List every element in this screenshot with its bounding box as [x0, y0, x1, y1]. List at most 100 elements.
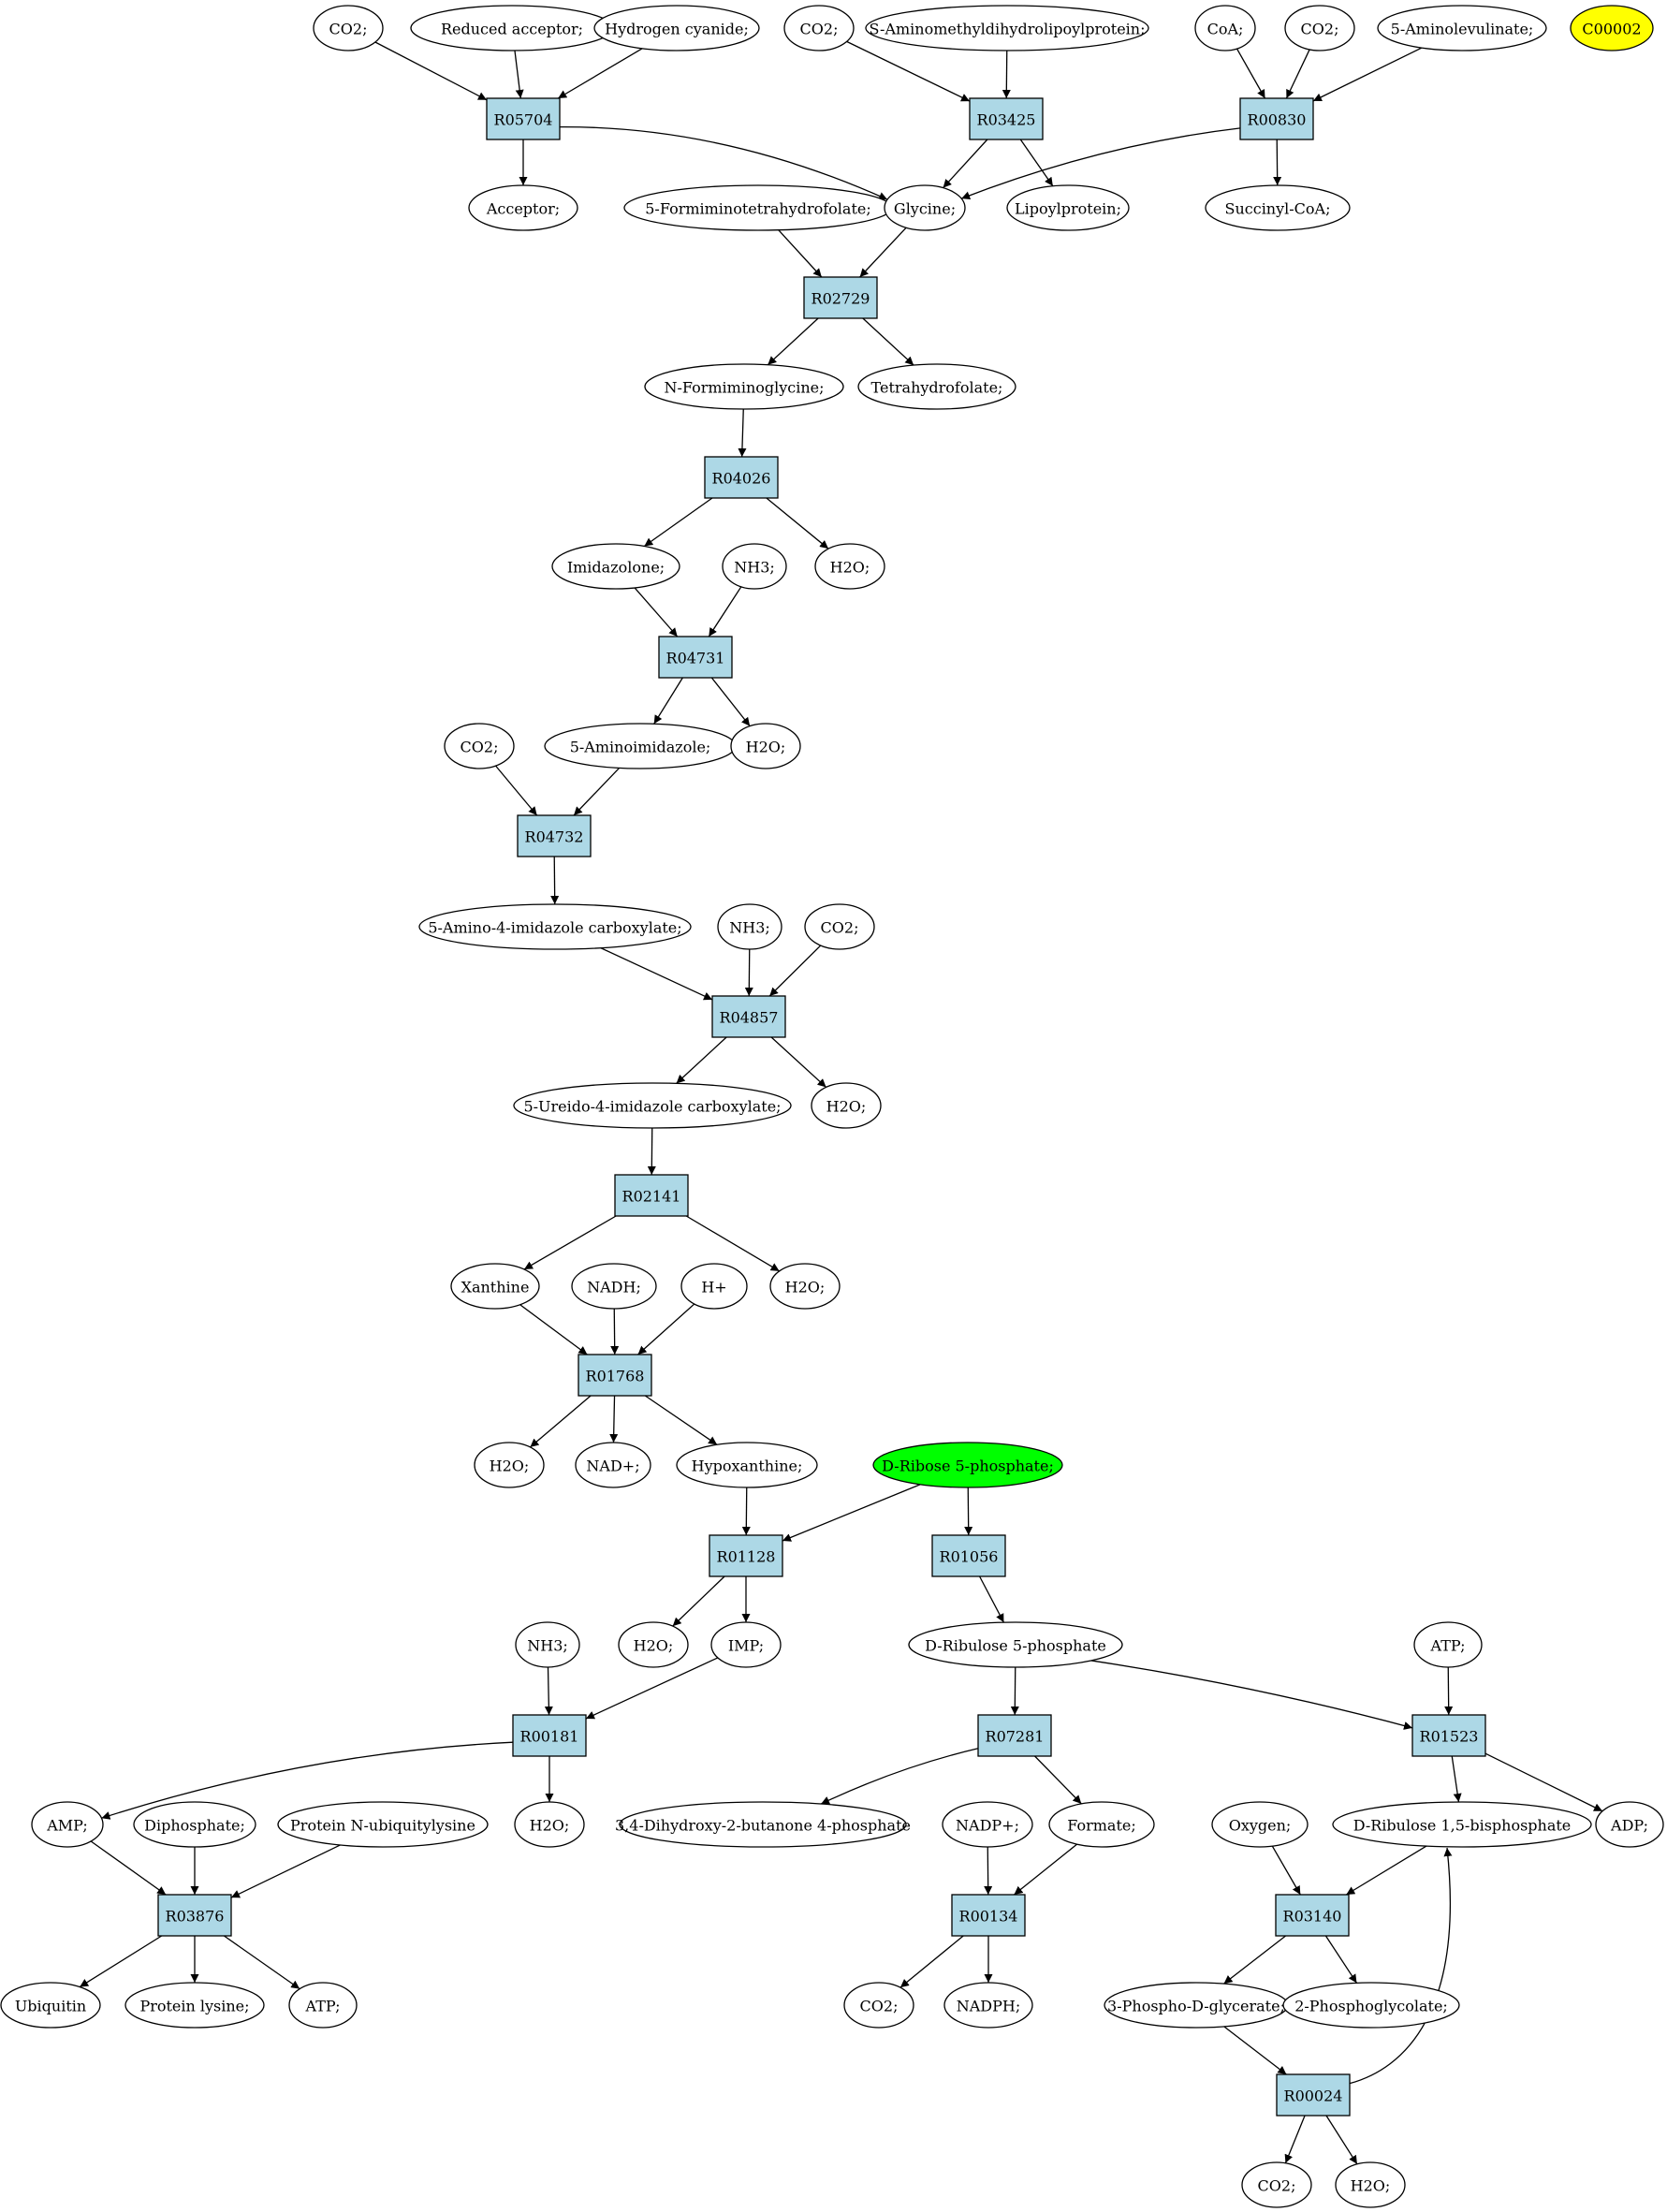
- compound-label: H+: [701, 1279, 726, 1296]
- compound-node-co2-g[interactable]: CO2;: [1241, 2161, 1312, 2208]
- compound-node-xanthine[interactable]: Xanthine: [450, 1263, 540, 1310]
- reaction-node-r03876[interactable]: R03876: [157, 1894, 232, 1937]
- compound-node-rubp[interactable]: D-Ribulose 1,5-bisphosphate: [1332, 1801, 1592, 1848]
- compound-node-formate[interactable]: Formate;: [1048, 1801, 1155, 1848]
- reaction-node-r05704[interactable]: R05704: [486, 97, 561, 140]
- reaction-label: R01128: [717, 1548, 776, 1566]
- compound-ellipse: [644, 363, 844, 410]
- compound-label: D-Ribulose 1,5-bisphosphate: [1353, 1817, 1572, 1835]
- compound-node-co2-a[interactable]: CO2;: [313, 5, 384, 51]
- compound-node-aica[interactable]: 5-Amino-4-imidazole carboxylate;: [418, 903, 692, 950]
- compound-node-co2-d[interactable]: CO2;: [444, 723, 515, 769]
- compound-node-hplus[interactable]: H+: [680, 1263, 748, 1310]
- reaction-node-r04731[interactable]: R04731: [658, 636, 733, 679]
- compound-node-adp[interactable]: ADP;: [1595, 1801, 1664, 1848]
- compound-node-ureido[interactable]: 5-Ureido-4-imidazole carboxylate;: [513, 1082, 792, 1129]
- compound-node-lipoylprotein[interactable]: Lipoylprotein;: [1006, 184, 1130, 231]
- compound-node-formimino-thf[interactable]: 5-Formiminotetrahydrofolate;: [623, 184, 893, 231]
- reaction-node-r04857[interactable]: R04857: [711, 995, 786, 1038]
- reaction-label: R04731: [666, 650, 725, 667]
- compound-node-reduced-acceptor[interactable]: Reduced acceptor;: [410, 5, 614, 51]
- compound-node-imidazolone[interactable]: Imidazolone;: [551, 543, 680, 590]
- edge-R04857-to-h2o_c: [770, 1036, 827, 1088]
- reaction-node-r01523[interactable]: R01523: [1411, 1714, 1486, 1757]
- compound-node-co2-e[interactable]: CO2;: [804, 903, 875, 950]
- edge-R01768-to-nadplus: [609, 1395, 619, 1443]
- compound-node-h2o-f[interactable]: H2O;: [618, 1621, 689, 1668]
- edge-R04731-to-h2o_b: [710, 677, 751, 727]
- reaction-node-r02729[interactable]: R02729: [803, 276, 878, 319]
- compound-node-amp[interactable]: AMP;: [31, 1801, 104, 1848]
- compound-node-co2-c[interactable]: CO2;: [1284, 5, 1355, 51]
- reaction-node-r01056[interactable]: R01056: [931, 1534, 1006, 1577]
- compound-node-atp-b[interactable]: ATP;: [288, 1982, 358, 2029]
- edge-R03876-to-atp_b: [224, 1935, 300, 1990]
- reaction-node-r00181[interactable]: R00181: [512, 1714, 587, 1757]
- reaction-node-r07281[interactable]: R07281: [977, 1714, 1052, 1757]
- compound-node-diphosphate[interactable]: Diphosphate;: [133, 1801, 256, 1848]
- compound-node-nh3-a[interactable]: NH3;: [722, 543, 787, 590]
- compound-node-nadph[interactable]: NADPH;: [943, 1982, 1033, 2029]
- compound-node-imp[interactable]: IMP;: [710, 1621, 782, 1668]
- compound-node-h2o-c[interactable]: H2O;: [811, 1082, 882, 1129]
- compound-node-glycine[interactable]: Glycine;: [884, 184, 966, 231]
- compound-node-n-formiminoglycine[interactable]: N-Formiminoglycine;: [644, 363, 844, 410]
- compound-node-protein-n-ubq[interactable]: Protein N-ubiquitylysine: [277, 1801, 489, 1848]
- compound-node-h2o-h[interactable]: H2O;: [1335, 2161, 1406, 2208]
- compound-node-succinyl-coa[interactable]: Succinyl-CoA;: [1205, 184, 1351, 231]
- compound-label: CoA;: [1207, 21, 1244, 38]
- compound-node-pga3[interactable]: 3-Phospho-D-glycerate;: [1104, 1982, 1289, 2029]
- reaction-node-r00830[interactable]: R00830: [1239, 97, 1314, 140]
- compound-node-c00002[interactable]: C00002: [1570, 5, 1654, 51]
- compound-node-s-amino[interactable]: S-Aminomethyldihydrolipoylprotein;: [865, 5, 1149, 51]
- compound-node-h2o-g[interactable]: H2O;: [514, 1801, 585, 1848]
- compound-node-ribose5p[interactable]: D-Ribose 5-phosphate;: [872, 1442, 1063, 1488]
- compound-node-nadplus[interactable]: NAD+;: [575, 1442, 651, 1488]
- compound-node-coa[interactable]: CoA;: [1194, 5, 1256, 51]
- edge-R01768-to-h2o_e: [530, 1395, 592, 1448]
- compound-node-hydrogen-cyanide[interactable]: Hydrogen cyanide;: [593, 5, 760, 51]
- compound-node-aminoimidazole[interactable]: 5-Aminoimidazole;: [544, 723, 737, 769]
- reaction-node-r02141[interactable]: R02141: [614, 1174, 689, 1217]
- compound-ellipse: [619, 1801, 907, 1848]
- reaction-node-r03140[interactable]: R03140: [1275, 1894, 1350, 1937]
- compound-node-h2o-d[interactable]: H2O;: [769, 1263, 841, 1310]
- compound-ellipse: [515, 1621, 580, 1668]
- compound-node-nadpplus[interactable]: NADP+;: [942, 1801, 1033, 1848]
- edge-R02141-to-xanthine: [523, 1215, 617, 1270]
- compound-label: D-Ribose 5-phosphate;: [882, 1458, 1054, 1475]
- compound-node-h2o-a[interactable]: H2O;: [814, 543, 885, 590]
- reaction-box: [709, 1534, 783, 1577]
- compound-node-atp-a[interactable]: ATP;: [1413, 1621, 1483, 1668]
- compound-node-protein-lysine[interactable]: Protein lysine;: [124, 1982, 265, 2029]
- compound-node-nh3-c[interactable]: NH3;: [515, 1621, 580, 1668]
- compound-node-h2o-b[interactable]: H2O;: [730, 723, 801, 769]
- edge-protein_n_ubq-to-R03876: [230, 1844, 341, 1898]
- reaction-node-r03425[interactable]: R03425: [969, 97, 1044, 140]
- compound-node-co2-f[interactable]: CO2;: [843, 1982, 914, 2029]
- compound-node-nh3-b[interactable]: NH3;: [717, 903, 782, 950]
- reaction-node-r01768[interactable]: R01768: [578, 1354, 652, 1397]
- compound-node-oxygen[interactable]: Oxygen;: [1211, 1801, 1309, 1848]
- reaction-node-r04026[interactable]: R04026: [704, 456, 779, 499]
- edge-imidazolone-to-R04731: [634, 587, 679, 637]
- compound-node-ribulose5p[interactable]: D-Ribulose 5-phosphate: [908, 1621, 1123, 1668]
- reaction-node-r00134[interactable]: R00134: [951, 1894, 1026, 1937]
- reaction-node-r04732[interactable]: R04732: [517, 814, 592, 857]
- compound-node-phosphoglycolate[interactable]: 2-Phosphoglycolate;: [1282, 1982, 1460, 2029]
- compound-node-dhbp[interactable]: 3,4-Dihydroxy-2-butanone 4-phosphate: [615, 1801, 911, 1848]
- reaction-box: [1411, 1714, 1486, 1757]
- compound-node-thf[interactable]: Tetrahydrofolate;: [857, 363, 1016, 410]
- compound-node-hypoxanthine[interactable]: Hypoxanthine;: [676, 1442, 818, 1488]
- reaction-node-r00024[interactable]: R00024: [1276, 2073, 1351, 2117]
- compound-node-nadh[interactable]: NADH;: [571, 1263, 657, 1310]
- edge-R02729-to-thf: [862, 317, 914, 366]
- reaction-node-r01128[interactable]: R01128: [709, 1534, 783, 1577]
- compound-node-ubiquitin[interactable]: Ubiquitin: [0, 1982, 101, 2029]
- compound-node-co2-b[interactable]: CO2;: [783, 5, 855, 51]
- compound-node-aminolevulinate[interactable]: 5-Aminolevulinate;: [1377, 5, 1547, 51]
- compound-node-acceptor[interactable]: Acceptor;: [468, 184, 578, 231]
- compound-ellipse: [680, 1263, 748, 1310]
- compound-node-h2o-e[interactable]: H2O;: [474, 1442, 545, 1488]
- edge-co2_c-to-R00830: [1285, 49, 1310, 99]
